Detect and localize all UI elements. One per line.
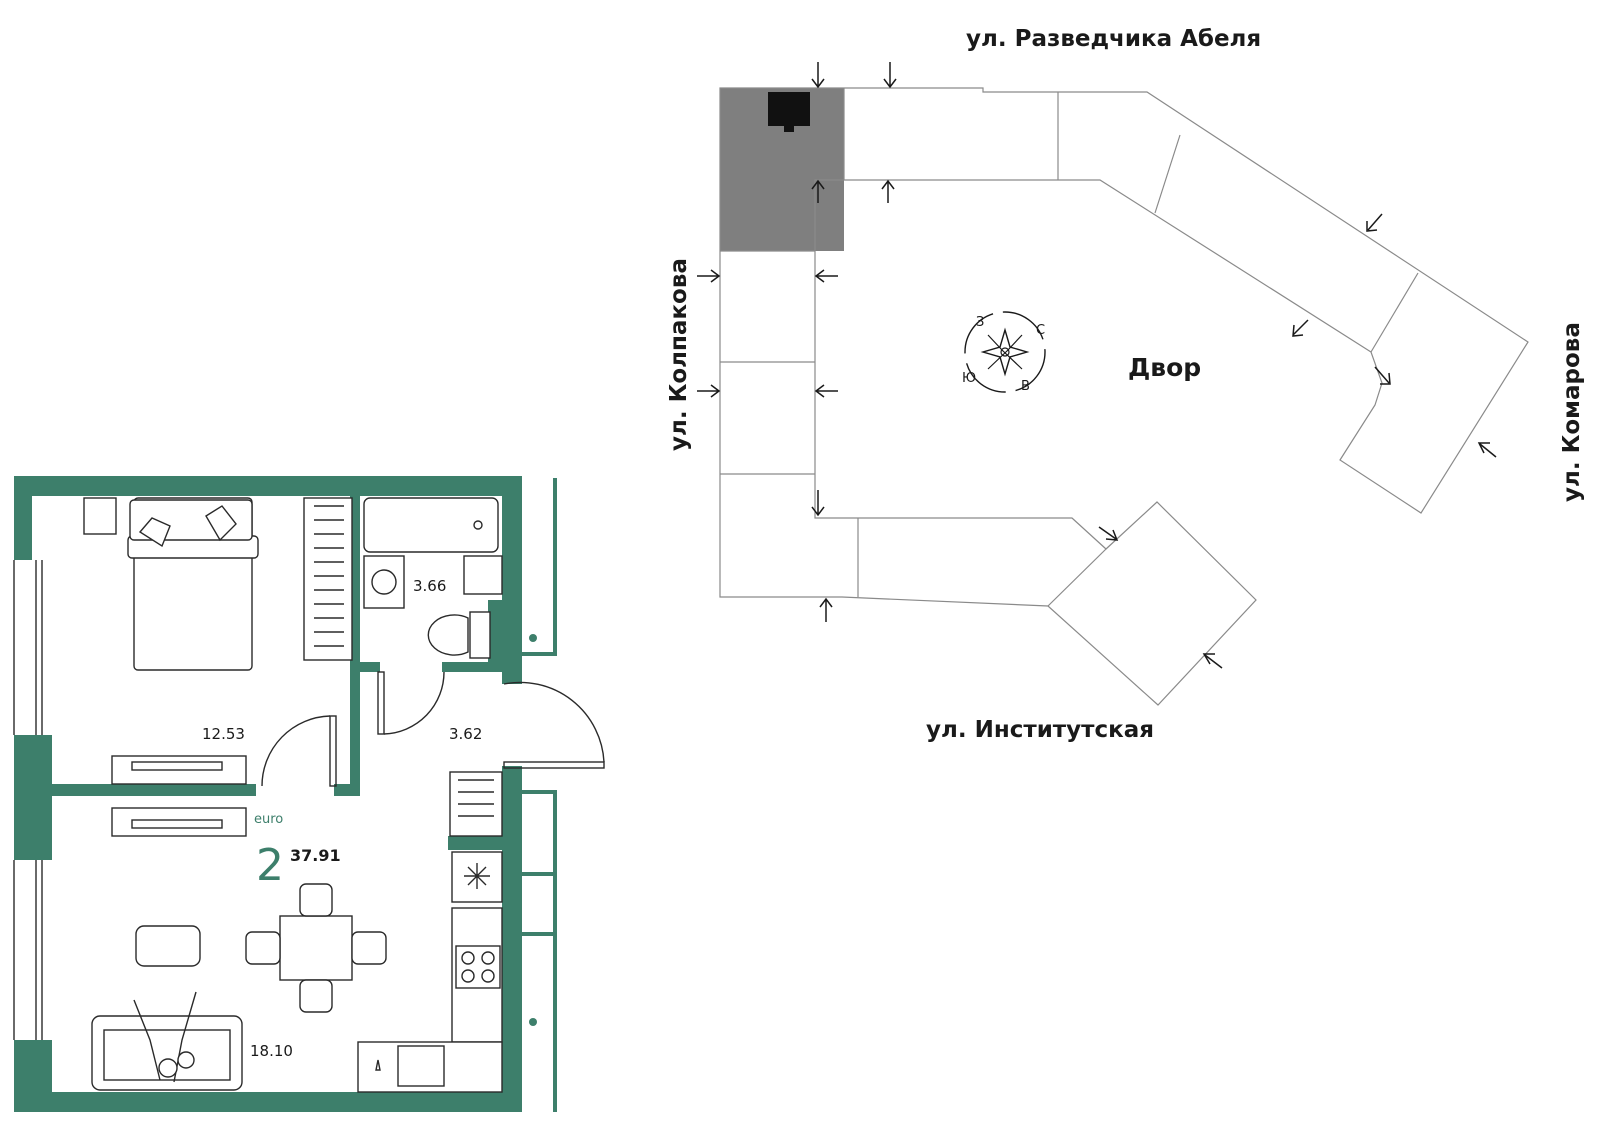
sink — [463, 555, 503, 595]
compass-north: С — [1036, 323, 1045, 338]
nightstand — [83, 497, 117, 535]
apartment-total-area: 37.91 — [290, 846, 341, 865]
toilet — [427, 614, 469, 656]
compass-east: В — [1021, 379, 1030, 394]
area-kitchen-living: 18.10 — [250, 1042, 293, 1060]
courtyard-label: Двор — [1128, 353, 1201, 382]
bathtub — [363, 497, 499, 553]
dining-table — [279, 915, 353, 981]
area-hallway: 3.62 — [449, 725, 482, 743]
compass-west: З — [976, 315, 984, 330]
street-east-label: ул. Комарова — [1559, 322, 1585, 502]
elevator-icon — [768, 92, 810, 132]
site-plan: С В Ю З Двор ул. Разведчика Абеля ул. Ин… — [666, 26, 1585, 743]
bedroom-furniture — [83, 497, 353, 785]
apartment-type-tag: euro — [254, 812, 283, 827]
pouf — [135, 925, 201, 967]
doors — [261, 671, 605, 787]
walls — [14, 476, 557, 1112]
section-dividers — [720, 88, 1419, 607]
street-south-label: ул. Институтская — [926, 717, 1154, 743]
compass-south: Ю — [962, 371, 976, 386]
compass-icon: С В Ю З — [962, 311, 1046, 394]
apartment-rooms: 2 — [256, 840, 284, 891]
stove — [455, 945, 501, 989]
street-west-label: ул. Колпакова — [666, 258, 692, 451]
area-bedroom: 12.53 — [202, 725, 245, 743]
wardrobe — [303, 497, 353, 661]
entrance-arrows — [697, 62, 1497, 669]
windows — [13, 560, 43, 1040]
apartment-plan: 12.53 3.66 3.62 18.10 euro 2 37.91 — [13, 476, 605, 1112]
bathroom-fixtures — [363, 497, 503, 659]
living-furniture — [91, 807, 387, 1091]
area-bathroom: 3.66 — [413, 577, 446, 595]
street-north-label: ул. Разведчика Абеля — [966, 26, 1261, 52]
kitchen-counters — [357, 771, 503, 1093]
kitchen-sink — [397, 1045, 445, 1087]
building-outline — [719, 87, 1529, 706]
washing-machine — [363, 555, 405, 609]
